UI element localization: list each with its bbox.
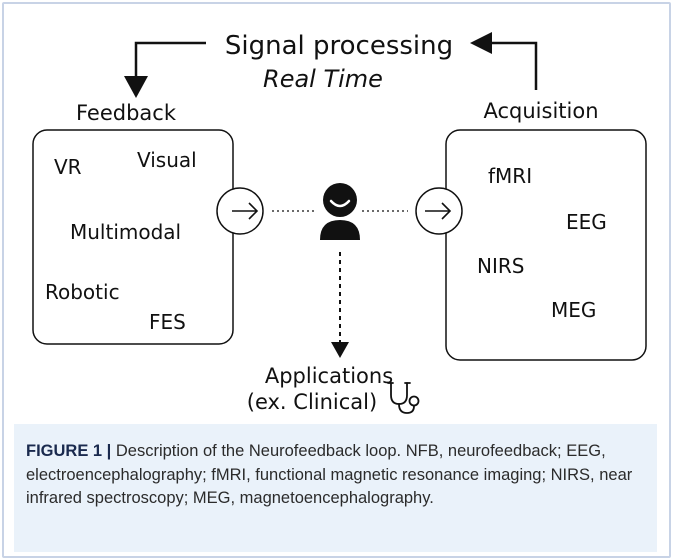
applications-line2: (ex. Clinical) <box>247 390 377 414</box>
arrow-out-circle-icon <box>216 187 264 235</box>
caption-figure-label: FIGURE 1 | <box>26 442 112 460</box>
feedback-item-robotic: Robotic <box>45 280 120 304</box>
acquisition-item-meg: MEG <box>551 298 596 322</box>
caption-text: Description of the Neurofeedback loop. N… <box>26 442 633 507</box>
diagram-subtitle: Real Time <box>263 65 383 93</box>
feedback-box <box>32 129 234 345</box>
person-icon <box>320 183 360 240</box>
feedback-item-vr: VR <box>54 155 82 179</box>
feedback-item-fes: FES <box>149 310 186 334</box>
arrow-down-icon <box>124 41 206 98</box>
figure-caption: FIGURE 1 | Description of the Neurofeedb… <box>14 424 657 552</box>
acquisition-label: Acquisition <box>483 99 598 123</box>
acquisition-item-eeg: EEG <box>566 210 607 234</box>
acquisition-item-nirs: NIRS <box>477 254 524 278</box>
feedback-label: Feedback <box>76 101 177 125</box>
diagram-title: Signal processing <box>225 31 453 61</box>
applications-line1: Applications <box>265 364 393 388</box>
stethoscope-icon <box>387 382 420 414</box>
arrow-down-dotted-icon <box>331 252 349 358</box>
feedback-item-visual: Visual <box>137 148 197 172</box>
acquisition-box <box>445 129 647 361</box>
acquisition-item-fmri: fMRI <box>488 164 532 188</box>
arrow-in-circle-icon <box>415 187 463 235</box>
arrow-left-icon <box>470 32 538 90</box>
neurofeedback-diagram: Signal processing Real Time Feedback Acq… <box>32 31 647 414</box>
feedback-item-multimodal: Multimodal <box>70 220 181 244</box>
